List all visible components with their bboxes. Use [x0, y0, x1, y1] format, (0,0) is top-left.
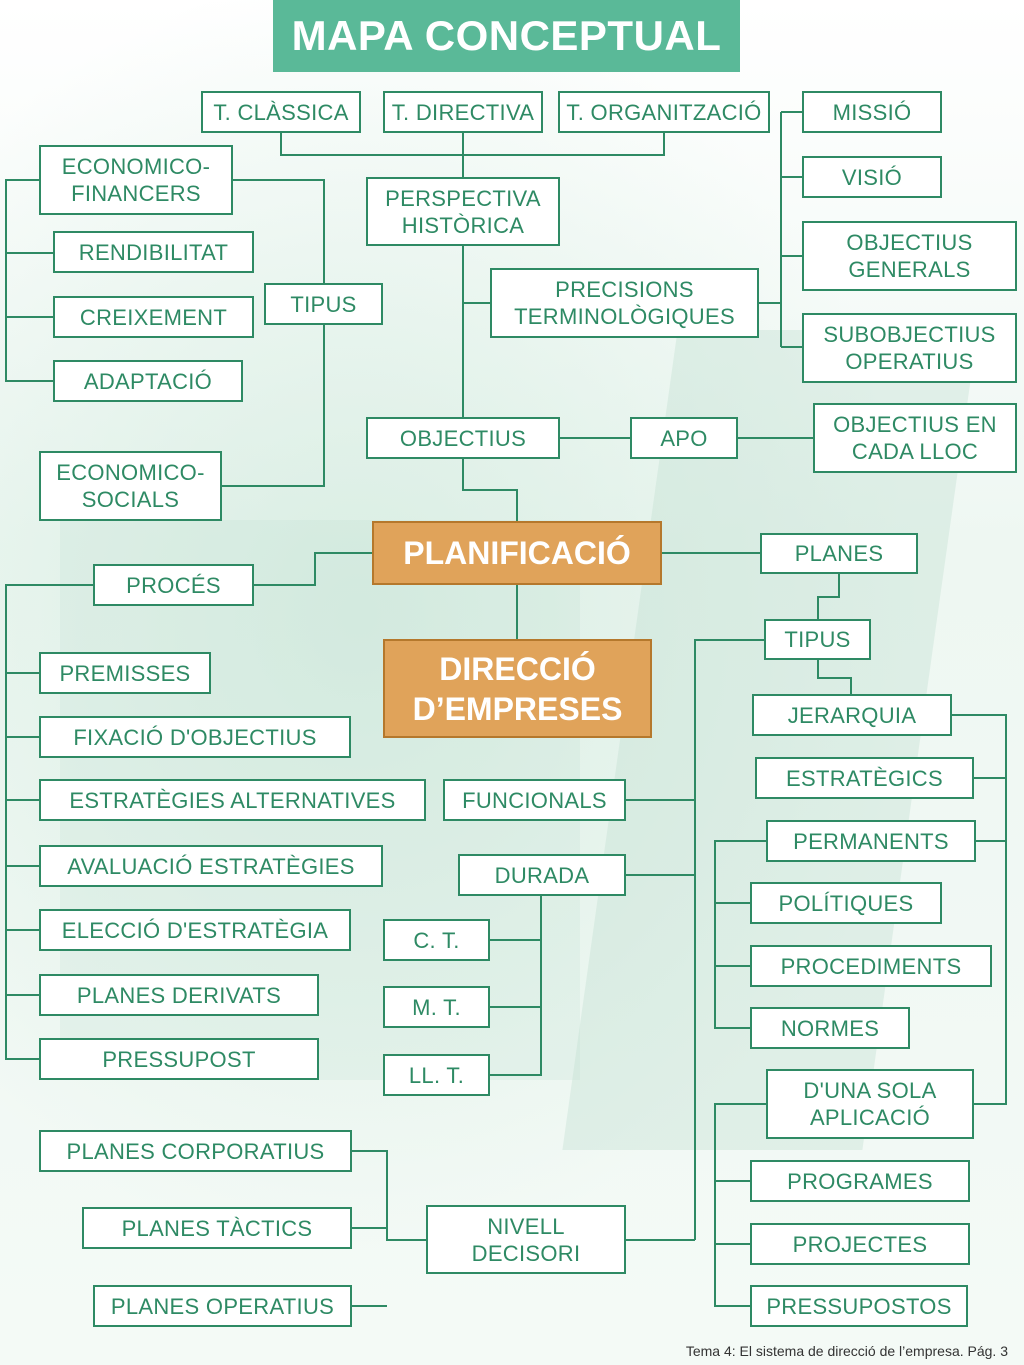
node-t-classica: T. CLÀSSICA	[201, 91, 361, 133]
node-objectius: OBJECTIUS	[366, 417, 560, 459]
node-perspectiva-historica: PERSPECTIVA HISTÒRICA	[366, 177, 560, 246]
node-programes: PROGRAMES	[750, 1160, 970, 1202]
node-objectius-generals: OBJECTIUS GENERALS	[802, 221, 1017, 291]
node-nivell-decisori: NIVELL DECISORI	[426, 1205, 626, 1274]
node-projectes: PROJECTES	[750, 1223, 970, 1265]
node-t-directiva: T. DIRECTIVA	[383, 91, 543, 133]
page-title: MAPA CONCEPTUAL	[273, 0, 740, 72]
node-premisses: PREMISSES	[39, 652, 211, 694]
node-tipus-objectius: TIPUS	[264, 283, 383, 325]
node-precisions-terminologiques: PRECISIONS TERMINOLÒGIQUES	[490, 268, 759, 338]
node-economico-socials: ECONOMICO- SOCIALS	[39, 451, 222, 521]
node-avaluacio-estrategies: AVALUACIÓ ESTRATÈGIES	[39, 845, 383, 887]
node-eleccio-estrategia: ELECCIÓ D'ESTRATÈGIA	[39, 909, 351, 951]
node-pressupostos: PRESSUPOSTOS	[750, 1285, 968, 1327]
node-planes-corporatius: PLANES CORPORATIUS	[39, 1130, 352, 1172]
node-planes-derivats: PLANES DERIVATS	[39, 974, 319, 1016]
node-apo: APO	[630, 417, 738, 459]
node-durada: DURADA	[458, 854, 626, 896]
node-politiques: POLÍTIQUES	[750, 882, 942, 924]
node-economico-financers: ECONOMICO- FINANCERS	[39, 145, 233, 215]
node-estrategics: ESTRATÈGICS	[755, 757, 974, 799]
node-subobjectius-operatius: SUBOBJECTIUS OPERATIUS	[802, 313, 1017, 383]
node-objectius-cada-lloc: OBJECTIUS EN CADA LLOC	[813, 403, 1017, 473]
footer-caption: Tema 4: El sistema de direcció de l’empr…	[685, 1343, 1008, 1359]
node-llt: LL. T.	[383, 1054, 490, 1096]
node-proces: PROCÉS	[93, 564, 254, 606]
node-tipus-planes: TIPUS	[764, 619, 871, 660]
node-adaptacio: ADAPTACIÓ	[53, 360, 243, 402]
node-rendibilitat: RENDIBILITAT	[53, 231, 254, 273]
node-jerarquia: JERARQUIA	[752, 694, 952, 736]
node-ct: C. T.	[383, 919, 490, 961]
node-permanents: PERMANENTS	[766, 820, 976, 862]
node-planificacio: PLANIFICACIÓ	[372, 521, 662, 585]
node-creixement: CREIXEMENT	[53, 296, 254, 338]
node-procediments: PROCEDIMENTS	[750, 945, 992, 987]
node-normes: NORMES	[750, 1007, 910, 1049]
node-una-sola-aplicacio: D'UNA SOLA APLICACIÓ	[766, 1069, 974, 1139]
node-missio: MISSIÓ	[802, 91, 942, 133]
node-t-organitzacio: T. ORGANITZACIÓ	[558, 91, 770, 133]
node-fixacio-objectius: FIXACIÓ D'OBJECTIUS	[39, 716, 351, 758]
node-planes-operatius: PLANES OPERATIUS	[93, 1285, 352, 1327]
node-pressupost: PRESSUPOST	[39, 1038, 319, 1080]
node-funcionals: FUNCIONALS	[443, 779, 626, 821]
node-planes: PLANES	[760, 533, 918, 574]
node-planes-tactics: PLANES TÀCTICS	[82, 1207, 352, 1249]
node-mt: M. T.	[383, 986, 490, 1028]
node-estrategies-alternatives: ESTRATÈGIES ALTERNATIVES	[39, 779, 426, 821]
node-direccio-empreses: DIRECCIÓ D’EMPRESES	[383, 639, 652, 738]
node-visio: VISIÓ	[802, 156, 942, 198]
